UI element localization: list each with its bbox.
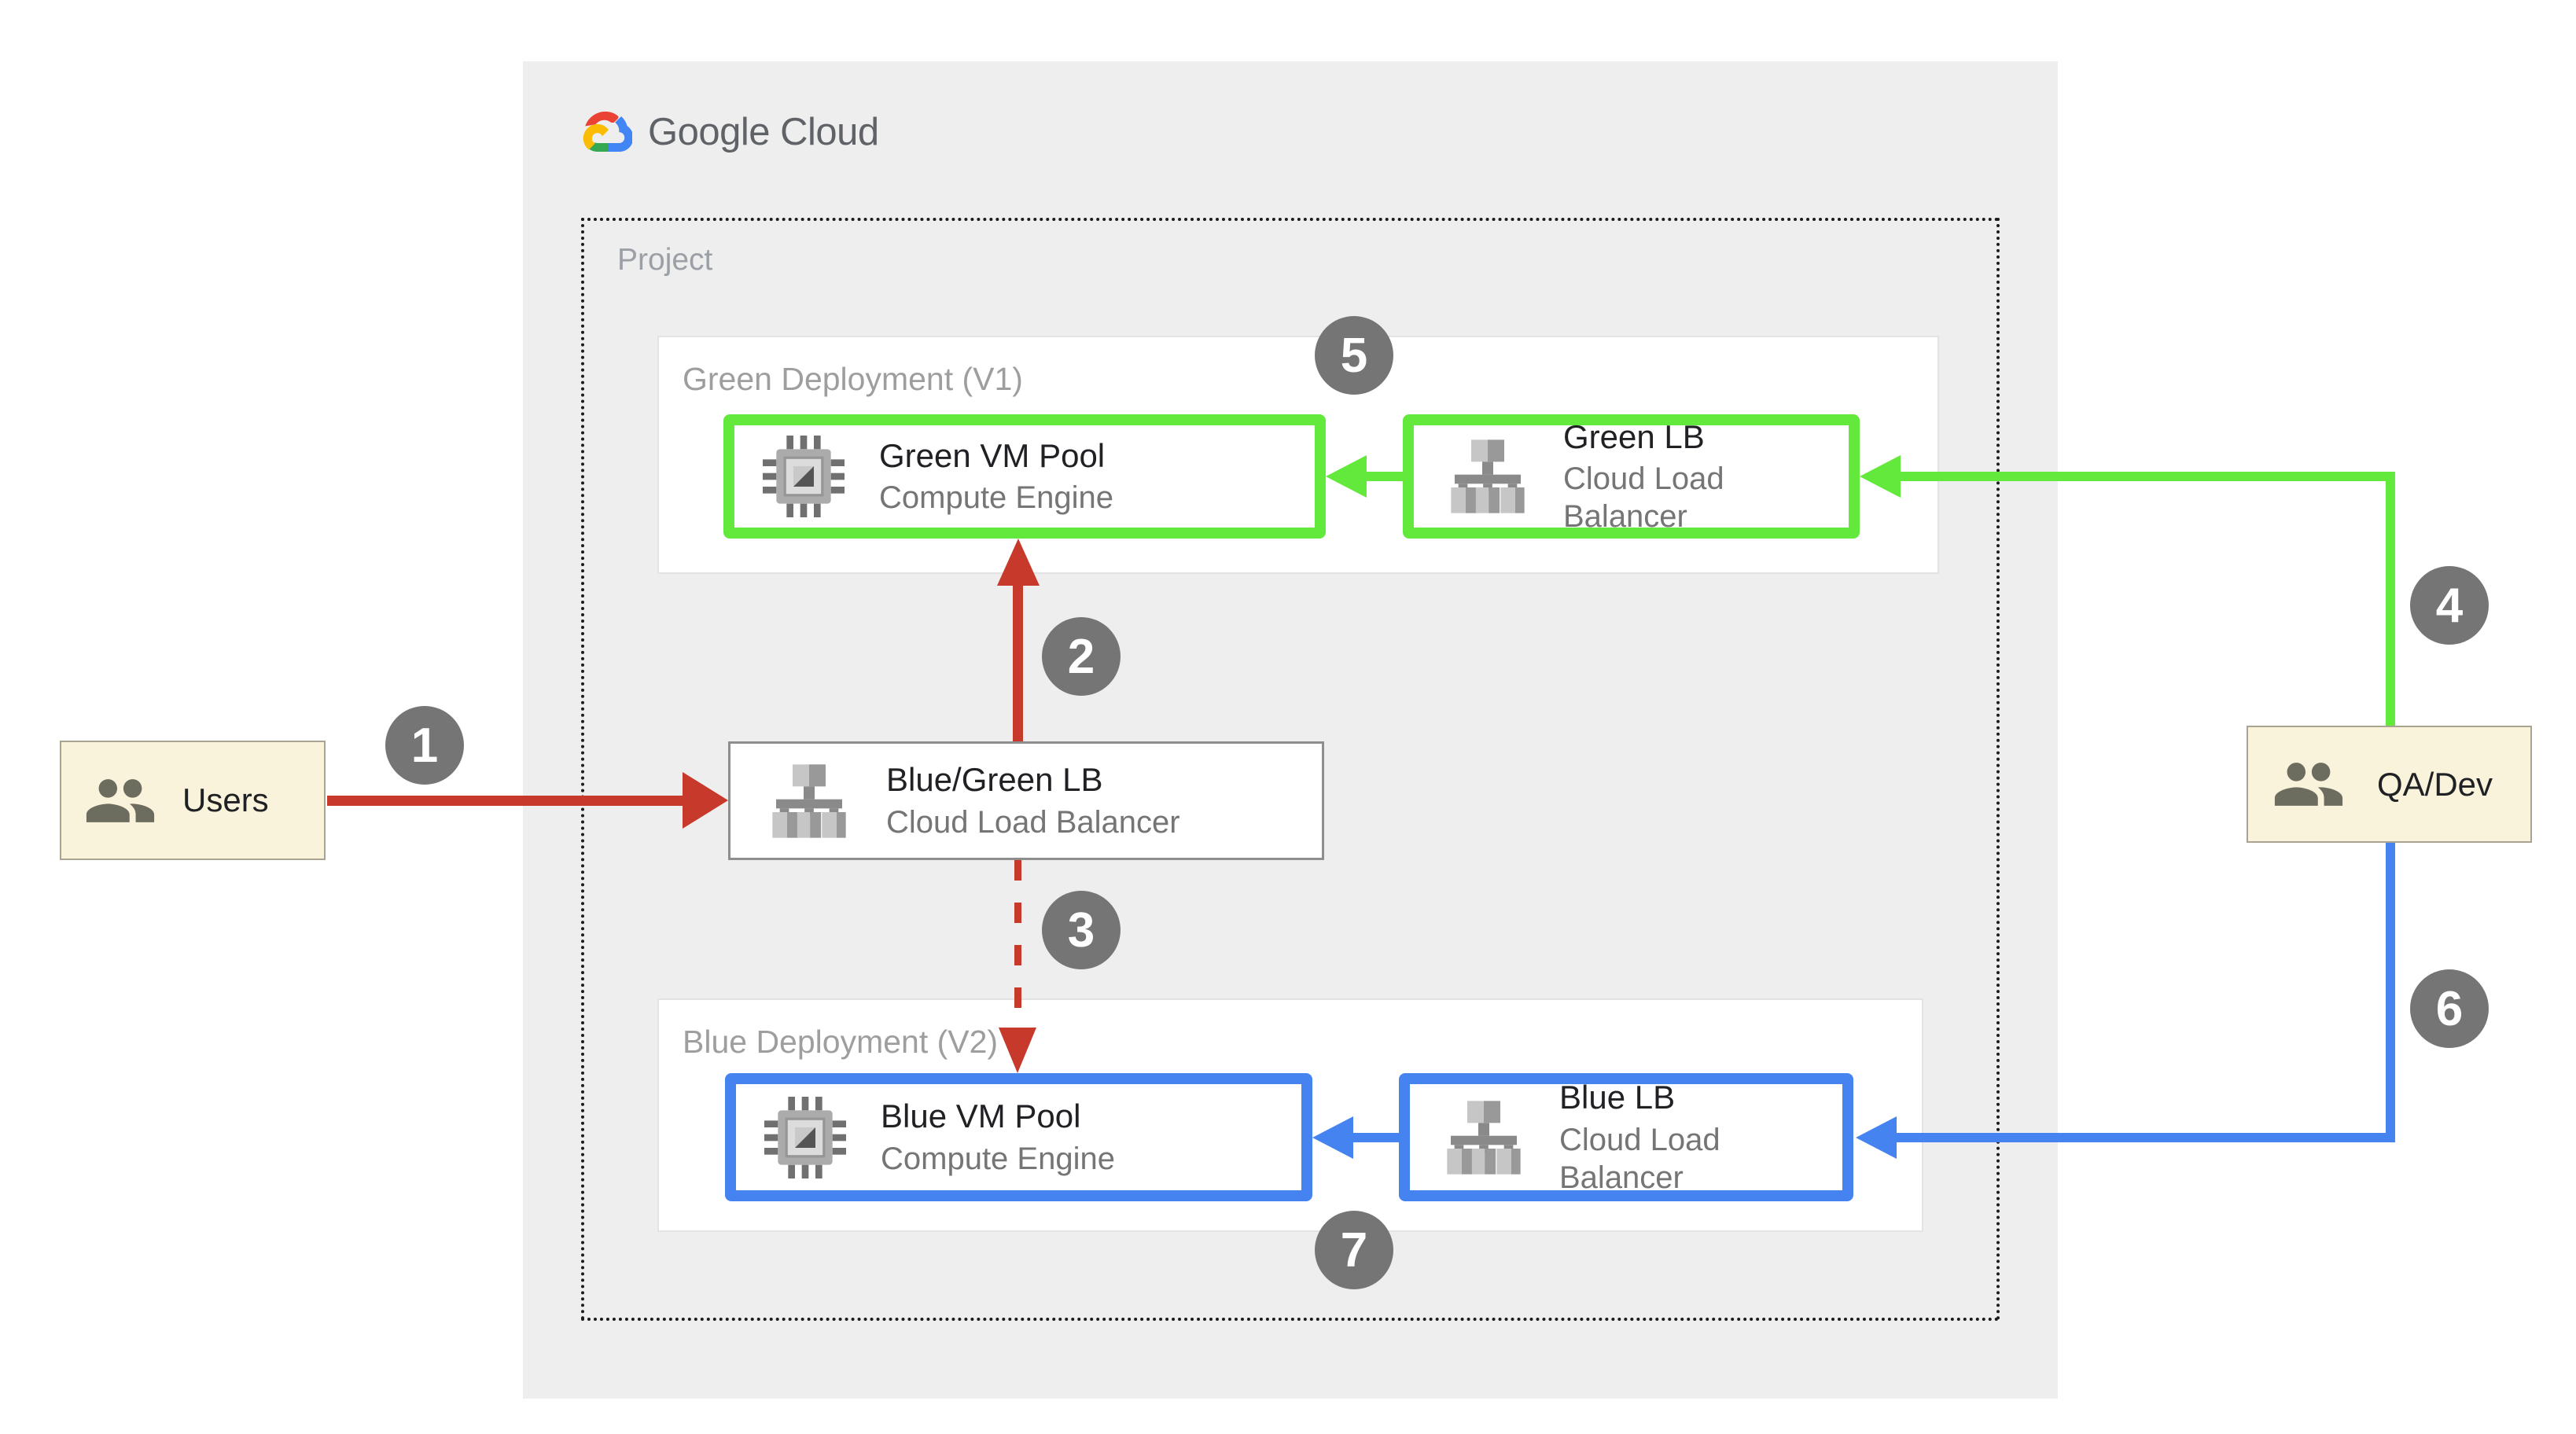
step-badge-3: 3 xyxy=(1042,891,1121,969)
users-icon xyxy=(86,778,155,822)
step-badge-5: 5 xyxy=(1315,316,1393,395)
green-deployment-label: Green Deployment (V1) xyxy=(683,361,1023,397)
step-badge-4: 4 xyxy=(2410,566,2489,645)
node-bluegreen-lb: Blue/Green LB Cloud Load Balancer xyxy=(728,741,1324,860)
google-cloud-logo-text: Google Cloud xyxy=(648,111,879,153)
edge-qadev-to-blue-lb-vertical xyxy=(2386,843,2395,1138)
step-badge-1: 1 xyxy=(385,706,464,785)
node-title: Green VM Pool xyxy=(879,436,1106,474)
arrowhead-down-icon xyxy=(999,1028,1036,1073)
edge-bluegreen-lb-to-blue-vm xyxy=(1014,860,1021,1028)
actor-qa-dev: QA/Dev xyxy=(2247,726,2532,843)
blue-deployment-label: Blue Deployment (V2) xyxy=(683,1024,999,1060)
google-cloud-logo: Google Cloud xyxy=(580,110,879,154)
step-badge-2: 2 xyxy=(1042,617,1121,696)
actor-label: QA/Dev xyxy=(2377,765,2493,803)
node-subtitle: Compute Engine xyxy=(881,1141,1115,1176)
edge-qadev-to-blue-lb-horizontal xyxy=(1897,1133,2395,1142)
edge-users-to-bluegreen-lb xyxy=(327,796,683,806)
arrowhead-left-icon xyxy=(1860,455,1901,498)
node-title: Blue/Green LB xyxy=(886,761,1103,799)
arrowhead-left-icon xyxy=(1856,1116,1897,1159)
edge-blue-lb-to-blue-vm xyxy=(1353,1133,1399,1142)
edge-qadev-to-green-lb-horizontal xyxy=(1901,472,2395,481)
node-subtitle: Cloud Load Balancer xyxy=(1563,461,1724,535)
node-title: Blue VM Pool xyxy=(881,1098,1081,1135)
node-title: Green LB xyxy=(1563,417,1705,455)
compute-engine-icon xyxy=(763,436,845,517)
load-balancer-icon xyxy=(1451,439,1525,513)
node-blue-lb: Blue LB Cloud Load Balancer xyxy=(1399,1073,1853,1201)
users-icon xyxy=(2274,763,2343,806)
load-balancer-icon xyxy=(772,763,846,838)
step-badge-6: 6 xyxy=(2410,969,2489,1048)
project-label: Project xyxy=(617,243,713,277)
arrowhead-right-icon xyxy=(683,772,728,829)
actor-users: Users xyxy=(60,741,326,860)
arrowhead-left-icon xyxy=(1326,455,1367,498)
load-balancer-icon xyxy=(1447,1100,1521,1175)
actor-label: Users xyxy=(182,781,269,818)
node-green-lb: Green LB Cloud Load Balancer xyxy=(1403,414,1860,539)
node-green-vm-pool: Green VM Pool Compute Engine xyxy=(723,414,1326,539)
node-blue-vm-pool: Blue VM Pool Compute Engine xyxy=(725,1073,1312,1201)
arrowhead-up-icon xyxy=(997,539,1040,586)
edge-bluegreen-lb-to-green-vm xyxy=(1013,586,1023,741)
project-boundary: Project xyxy=(581,218,2000,1321)
google-cloud-logo-icon xyxy=(583,111,632,152)
node-subtitle: Cloud Load Balancer xyxy=(1559,1122,1720,1195)
compute-engine-icon xyxy=(764,1096,846,1178)
node-subtitle: Cloud Load Balancer xyxy=(886,804,1180,840)
step-badge-7: 7 xyxy=(1315,1211,1393,1289)
edge-qadev-to-green-lb-vertical xyxy=(2386,472,2395,726)
node-subtitle: Compute Engine xyxy=(879,480,1113,516)
node-title: Blue LB xyxy=(1559,1079,1676,1116)
arrowhead-left-icon xyxy=(1312,1116,1353,1159)
edge-green-lb-to-green-vm xyxy=(1367,472,1403,481)
